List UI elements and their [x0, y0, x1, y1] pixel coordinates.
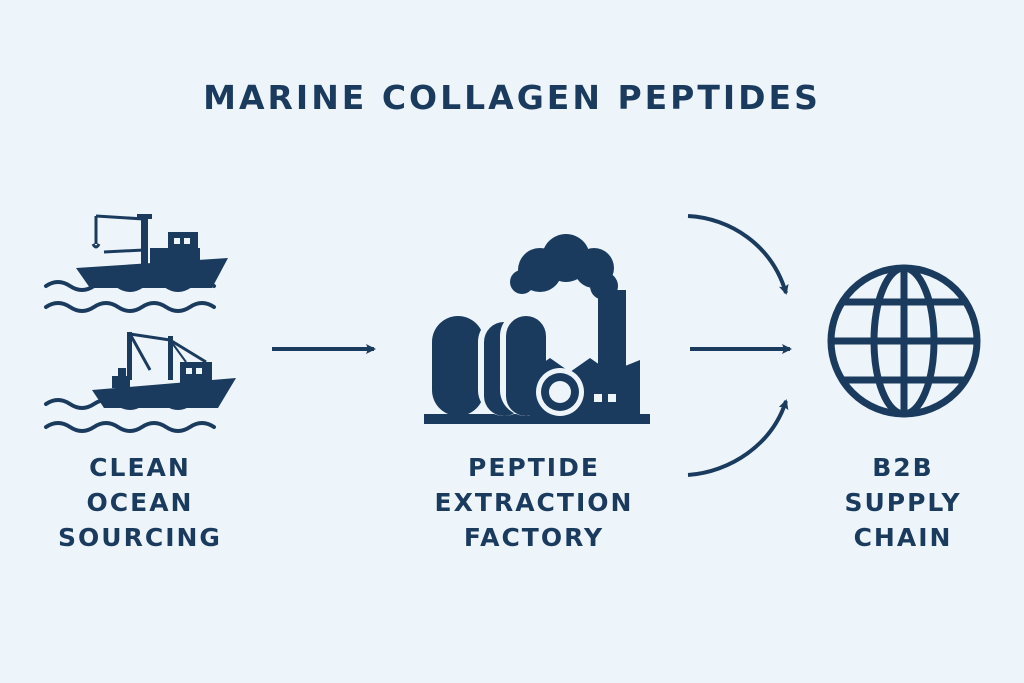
flow-arrow — [687, 214, 789, 295]
fishing-boat-icon — [76, 214, 228, 288]
stage-label-line: CHAIN — [853, 523, 953, 552]
factory-icon — [424, 234, 650, 424]
stage-label-line: SOURCING — [58, 523, 222, 552]
stage-label-factory: PEPTIDE EXTRACTION FACTORY — [414, 450, 654, 555]
stage-label-line: SUPPLY — [844, 488, 962, 517]
stage-label-line: FACTORY — [463, 523, 605, 552]
flow-arrow — [687, 399, 789, 477]
stage-label-line: OCEAN — [86, 488, 194, 517]
stage-label-line: CLEAN — [89, 453, 191, 482]
globe-icon — [827, 264, 981, 418]
fishing-boat-icon — [92, 332, 236, 408]
wave-icon — [44, 280, 216, 313]
stage-label-line: EXTRACTION — [434, 488, 634, 517]
stage-label-line: PEPTIDE — [468, 453, 600, 482]
wave-icon — [44, 398, 216, 433]
stage-label-sourcing: CLEAN OCEAN SOURCING — [40, 450, 240, 555]
diagram-title: MARINE COLLAGEN PEPTIDES — [203, 78, 821, 117]
stage-label-line: B2B — [872, 453, 934, 482]
stage-label-supply-chain: B2B SUPPLY CHAIN — [808, 450, 998, 555]
